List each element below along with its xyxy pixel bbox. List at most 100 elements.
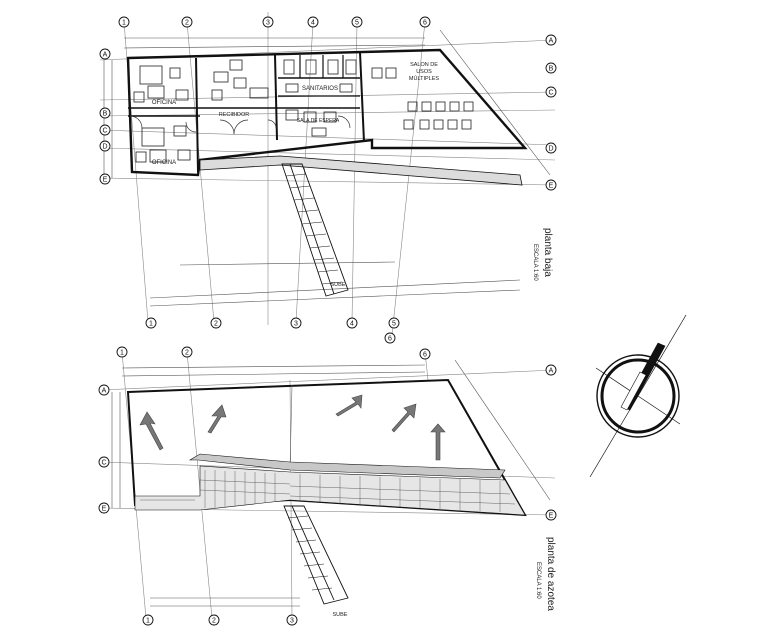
grid-bubble [419, 16, 431, 28]
roof-tile-hatch [140, 470, 516, 512]
grid-bubble [545, 364, 557, 376]
grid-bubble [181, 346, 193, 358]
grid-label: 1 [149, 321, 153, 328]
lower-right-bubbles [545, 364, 557, 521]
grid-bubble [118, 16, 130, 28]
grid-bubble [262, 16, 274, 28]
grid-label: 2 [185, 20, 189, 27]
multipurpose-label-3: MÚLTIPLES [409, 75, 439, 82]
grid-bubble [307, 16, 319, 28]
ground-floor-staircase [281, 163, 349, 297]
reception-label: RECIBIDOR [219, 112, 250, 118]
roof-outline [126, 378, 527, 517]
grid-label: D [102, 144, 107, 151]
grid-label: 4 [350, 321, 354, 328]
grid-label: E [549, 183, 554, 190]
lower-plan-title: planta de azotea [545, 537, 556, 611]
lower-left-bubbles [98, 384, 110, 514]
drainage-arrows [139, 394, 446, 461]
grid-label: 1 [120, 350, 124, 357]
grid-label: 1 [146, 618, 150, 625]
grid-label: 3 [290, 618, 294, 625]
upper-top-bubbles [118, 16, 431, 28]
office-a-label: OFICINA [152, 100, 176, 106]
grid-bubble [545, 62, 557, 74]
grid-label: 1 [122, 20, 126, 27]
lower-bottom-bubble-text: 1 2 3 [146, 618, 294, 625]
office-furniture [133, 59, 474, 163]
grid-label: 5 [392, 321, 396, 328]
upper-bottom-bubble-text: 1 2 3 4 5 6 [149, 321, 396, 343]
grid-label: 5 [355, 20, 359, 27]
upper-left-bubble-text: A B C D E [102, 52, 107, 184]
grid-label: 6 [423, 20, 427, 27]
grid-bubble [419, 348, 431, 360]
grid-label: C [102, 128, 107, 135]
upper-plan-scale: ESCALA 1:60 [532, 244, 538, 281]
grid-bubble [210, 317, 222, 329]
roof-plan: SUBE planta de azotea ESCALA 1:60 [99, 351, 556, 619]
north-arrow-icon [589, 314, 687, 478]
upper-right-bubble-text: A B C D E [548, 38, 553, 190]
ground-floor-plan: OFICINA OFICINA RECIBIDOR SANITARIOS SAL… [99, 12, 556, 336]
grid-bubble [99, 124, 111, 136]
grid-label: 4 [311, 20, 315, 27]
grid-label: A [103, 52, 108, 59]
upper-stair-label: SUBE [331, 282, 346, 288]
grid-bubble [142, 614, 154, 626]
upper-right-bubbles [545, 34, 557, 191]
grid-label: 3 [294, 321, 298, 328]
grid-bubble [388, 317, 400, 329]
grid-label: A [102, 388, 107, 395]
grid-label: 2 [212, 618, 216, 625]
grid-label: E [549, 513, 554, 520]
grid-label: 6 [388, 336, 392, 343]
grid-bubble [384, 332, 396, 344]
grid-bubble [98, 502, 110, 514]
grid-bubble [98, 384, 110, 396]
grid-bubble [99, 48, 111, 60]
grid-bubble [99, 107, 111, 119]
grid-bubble [145, 317, 157, 329]
lower-plan-scale: ESCALA 1:60 [535, 562, 541, 599]
grid-bubble [545, 179, 557, 191]
roof-staircase [283, 505, 349, 605]
upper-dimension-lines [103, 29, 551, 307]
waiting-label: SALA DE ESPERA [297, 118, 340, 124]
grid-bubble [181, 16, 193, 28]
upper-left-bubbles [99, 48, 111, 185]
grid-bubble [98, 456, 110, 468]
lower-right-bubble-text: A E [549, 368, 554, 520]
grid-bubble [346, 317, 358, 329]
lower-top-bubble-text: 1 2 6 [120, 350, 427, 359]
grid-label: B [103, 111, 108, 118]
grid-bubble [116, 346, 128, 358]
grid-bubble [290, 317, 302, 329]
restrooms-label: SANITARIOS [302, 86, 338, 92]
multipurpose-label-2: USOS [416, 69, 432, 75]
grid-label: 6 [423, 352, 427, 359]
grid-bubble [351, 16, 363, 28]
lower-stair-label: SUBE [333, 612, 348, 618]
grid-bubble [545, 34, 557, 46]
upper-bottom-bubbles [145, 317, 400, 344]
grid-label: E [102, 506, 107, 513]
lower-left-bubble-text: A C E [101, 388, 106, 513]
multipurpose-label-1: SALON DE [410, 62, 438, 68]
lower-bottom-bubbles [142, 614, 298, 626]
grid-bubble [545, 509, 557, 521]
grid-bubble [99, 140, 111, 152]
grid-label: A [549, 368, 554, 375]
grid-label: 3 [266, 20, 270, 27]
lower-dimension-lines [111, 359, 551, 607]
grid-bubble [545, 142, 557, 154]
grid-label: D [548, 146, 553, 153]
grid-bubble [99, 173, 111, 185]
grid-bubble [286, 614, 298, 626]
lower-top-bubbles [116, 346, 431, 360]
grid-label: 2 [214, 321, 218, 328]
grid-bubble [208, 614, 220, 626]
grid-label: B [549, 66, 554, 73]
grid-label: C [548, 90, 553, 97]
